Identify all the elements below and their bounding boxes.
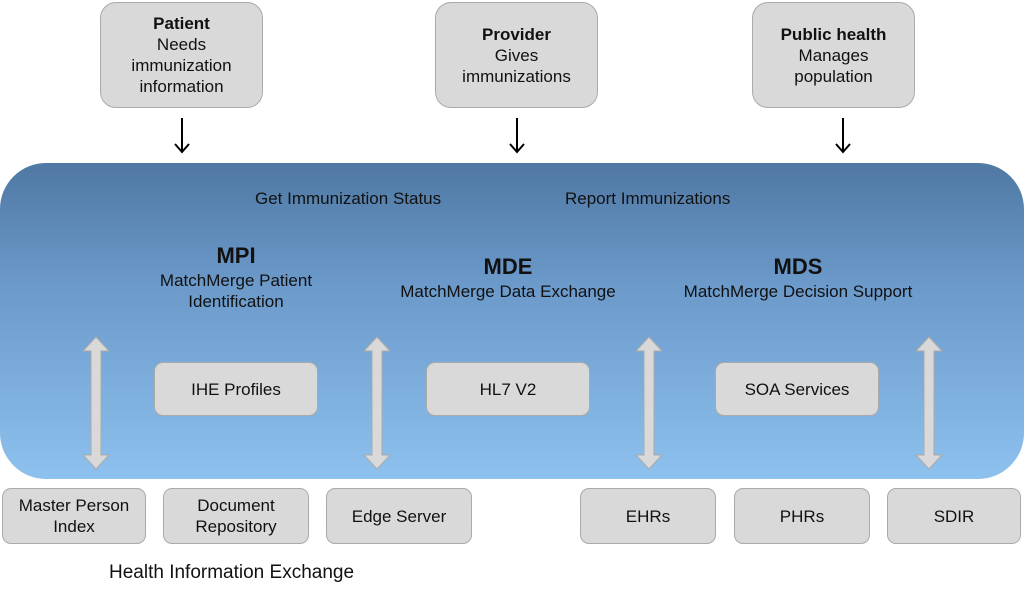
actor-patient: Patient Needs immunization information <box>100 2 263 108</box>
actor-line: Needs <box>156 35 207 54</box>
module-desc: MatchMerge Decision Support <box>683 282 913 301</box>
double-arrow-icon <box>81 336 111 470</box>
module-abbr: MPI <box>216 243 256 268</box>
box-label: IHE Profiles <box>191 379 281 399</box>
sdir-box: SDIR <box>887 488 1021 544</box>
box-label: SOA Services <box>744 379 850 399</box>
actor-line: Manages <box>798 45 869 65</box>
box-label: EHRs <box>625 506 671 526</box>
actor-line: immunization <box>131 56 232 75</box>
hl7-v2-box: HL7 V2 <box>426 362 590 416</box>
actor-title: Public health <box>780 24 887 44</box>
box-label: Repository <box>195 517 277 536</box>
module-mde: MDE MatchMerge Data Exchange <box>380 253 636 302</box>
edge-server-box: Edge Server <box>326 488 472 544</box>
actor-line: Gives <box>494 45 539 65</box>
module-abbr: MDE <box>483 254 533 279</box>
phrs-box: PHRs <box>734 488 870 544</box>
actor-line: information <box>139 77 224 96</box>
module-desc: Identification <box>188 292 284 311</box>
double-arrow-icon <box>362 336 392 470</box>
module-mpi: MPI MatchMerge Patient Identification <box>130 242 342 312</box>
module-desc: MatchMerge Data Exchange <box>400 282 616 301</box>
down-arrow-icon <box>835 118 851 154</box>
actor-title: Provider <box>482 24 551 44</box>
box-label: SDIR <box>933 506 975 526</box>
master-person-index-box: Master Person Index <box>2 488 146 544</box>
down-arrow-icon <box>174 118 190 154</box>
box-label: Master Person <box>18 496 130 515</box>
actor-title: Patient <box>153 14 210 33</box>
actor-line: population <box>794 66 873 86</box>
module-abbr: MDS <box>773 254 823 279</box>
down-arrow-icon <box>509 118 525 154</box>
ehrs-box: EHRs <box>580 488 716 544</box>
flow-label-get-status: Get Immunization Status <box>255 189 442 208</box>
box-label: HL7 V2 <box>479 379 537 399</box>
double-arrow-icon <box>634 336 664 470</box>
document-repository-box: Document Repository <box>163 488 309 544</box>
actor-public-health: Public health Manages population <box>752 2 915 108</box>
hie-label: Health Information Exchange <box>109 562 355 583</box>
ihe-profiles-box: IHE Profiles <box>154 362 318 416</box>
actor-provider: Provider Gives immunizations <box>435 2 598 108</box>
matchmerge-platform-panel <box>0 163 1024 479</box>
box-label: Edge Server <box>351 506 447 526</box>
flow-label-report: Report Immunizations <box>565 189 731 208</box>
actor-line: immunizations <box>462 66 571 86</box>
double-arrow-icon <box>914 336 944 470</box>
box-label: Document <box>197 496 275 515</box>
module-desc: MatchMerge Patient <box>159 271 313 290</box>
module-mds: MDS MatchMerge Decision Support <box>662 253 934 302</box>
box-label: Index <box>53 517 95 536</box>
box-label: PHRs <box>779 506 825 526</box>
soa-services-box: SOA Services <box>715 362 879 416</box>
